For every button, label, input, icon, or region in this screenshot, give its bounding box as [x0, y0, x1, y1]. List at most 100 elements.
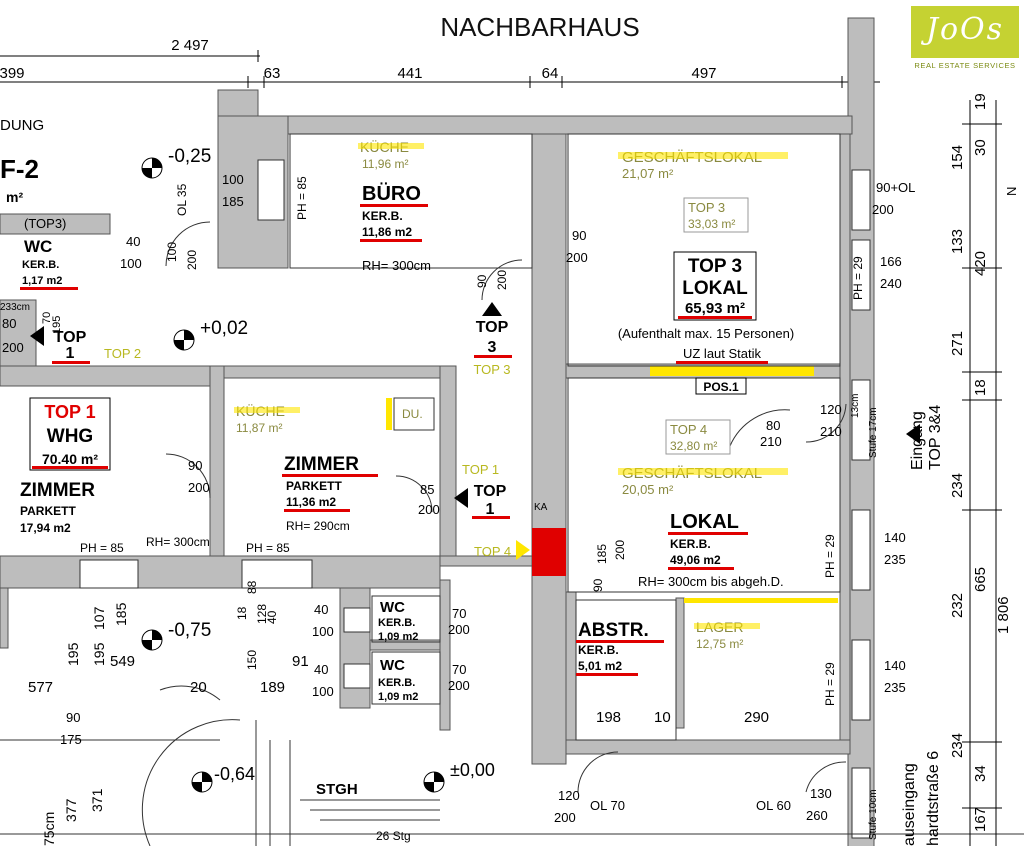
buero-height: RH= 300cm	[362, 258, 431, 273]
dim-label: 200	[495, 270, 509, 290]
right-dimensions: 19 30 154 133 420 271 18 234 665 1 806 2…	[949, 93, 1019, 832]
dim-label: 90+OL	[876, 180, 915, 195]
level-4: -0,64	[214, 764, 255, 784]
dim-label: 200	[448, 678, 470, 693]
wc2-area: 1,09 m2	[378, 691, 418, 703]
dim-label: 128	[255, 604, 269, 624]
dim-right-34: 34	[972, 765, 989, 782]
stgh-label: STGH	[316, 781, 358, 798]
yellow-du-mark	[386, 398, 392, 430]
dim-label: 100	[222, 172, 244, 187]
dim-label: PH = 85	[295, 176, 309, 220]
logo-box	[911, 6, 1019, 58]
staircase	[269, 740, 440, 846]
dim-right-30: 30	[972, 139, 989, 156]
zimmer-mid-height: RH= 290cm	[286, 519, 350, 533]
red-underline	[32, 466, 108, 469]
dim-right-19: 19	[972, 93, 989, 110]
marker-top3-l1: TOP	[476, 319, 509, 336]
dim-label: 200	[554, 810, 576, 825]
red-underline	[676, 361, 768, 364]
red-underline	[20, 287, 78, 290]
dim-right-232: 232	[949, 593, 966, 618]
dim-label: 210	[820, 424, 842, 439]
dim-right-234a: 234	[949, 473, 966, 498]
dim-right-133: 133	[949, 229, 966, 254]
dung-label: DUNG	[0, 117, 44, 134]
dim-label: 240	[880, 276, 902, 291]
marker-top1-yellow: TOP 1	[462, 462, 499, 477]
dim-label: 90	[572, 228, 586, 243]
marker-ka: KA	[534, 502, 548, 513]
dim-label: 90	[591, 578, 605, 592]
dim-top-2: 63	[264, 65, 281, 82]
top3-lokal-box	[673, 251, 757, 321]
dim-label: 195	[65, 642, 81, 666]
abstr-area: 5,01 m2	[578, 659, 622, 673]
yellow-highlight	[358, 143, 424, 149]
yellow-highlight	[618, 152, 788, 159]
red-underline	[576, 640, 664, 643]
dim-label: 80	[766, 418, 780, 433]
walls	[0, 17, 875, 846]
dim-label: PH = 29	[823, 534, 837, 578]
dim-label: 200	[418, 502, 440, 517]
dim-label: PH = 29	[823, 662, 837, 706]
geschaeft-lower-area: 20,05 m²	[622, 482, 674, 497]
dim-label: 166	[880, 254, 902, 269]
level-markers: -0,25 +0,02 -0,75 -0,64 ±0,00	[141, 146, 495, 793]
dim-label: 235	[884, 680, 906, 695]
kueche-upper-area: 11,96 m²	[362, 157, 408, 171]
top3-lokal-name: TOP 3	[688, 256, 742, 277]
yellow-highlight	[694, 623, 760, 629]
windows-right	[851, 169, 871, 839]
dim-label: 70	[452, 606, 466, 621]
dim-label: 200	[566, 250, 588, 265]
zimmer-mid-area: 11,36 m2	[286, 495, 336, 509]
red-underline	[360, 204, 428, 207]
marker-top2: TOP 2	[104, 346, 141, 361]
dim-label: 10	[654, 709, 671, 726]
dim-label: 40	[265, 610, 279, 624]
dim-label: PH = 85	[246, 541, 290, 555]
zimmer-left-height: RH= 300cm	[146, 535, 210, 549]
dim-right-420: 420	[972, 251, 989, 276]
hauseingang-label: auseingang	[901, 763, 918, 846]
dim-label: 235	[884, 552, 906, 567]
dim-label: 189	[260, 679, 285, 696]
red-underline	[668, 532, 748, 535]
dim-label: 85	[420, 482, 434, 497]
zimmer-left-area: 17,94 m2	[20, 521, 71, 535]
level-1: -0,25	[168, 146, 211, 167]
level-3: -0,75	[168, 620, 211, 641]
dim-top-1: 399	[0, 65, 25, 82]
wc1-area: 1,09 m2	[378, 631, 418, 643]
dim-top-total: 2 497	[171, 37, 209, 54]
dim-label: 88	[245, 580, 259, 594]
door-swings	[141, 221, 847, 846]
abstr-name: ABSTR.	[578, 620, 649, 641]
dim-label: 107	[91, 606, 107, 630]
dim-top-3: 441	[397, 65, 422, 82]
strasse-label: hardtstraße 6	[925, 751, 942, 846]
dim-label: 233cm	[0, 302, 30, 313]
dim-label: 200	[613, 540, 627, 560]
dim-label: 140	[884, 658, 906, 673]
dim-top-4: 64	[542, 65, 559, 82]
lokal-height: RH= 300cm bis abgeh.D.	[638, 574, 784, 589]
dim-right-271: 271	[949, 331, 966, 356]
dim-label: 40	[314, 602, 328, 617]
top3-small-area: 33,03 m²	[688, 217, 735, 231]
dim-label: 70	[452, 662, 466, 677]
kueche-mid-area: 11,87 m²	[236, 421, 282, 435]
pos-box	[695, 377, 747, 395]
dimension-labels: 100 185 PH = 85 OL 35 100 200 40 100 90 …	[0, 172, 915, 846]
page-title: NACHBARHAUS	[440, 12, 639, 42]
buero-area: 11,86 m2	[362, 225, 412, 239]
dim-label: 90	[475, 274, 489, 288]
wc2-name: WC	[380, 657, 405, 674]
dim-label: 40	[314, 662, 328, 677]
red-underline	[474, 355, 512, 358]
abstr-floor: KER.B.	[578, 643, 619, 657]
dim-label: 100	[120, 256, 142, 271]
